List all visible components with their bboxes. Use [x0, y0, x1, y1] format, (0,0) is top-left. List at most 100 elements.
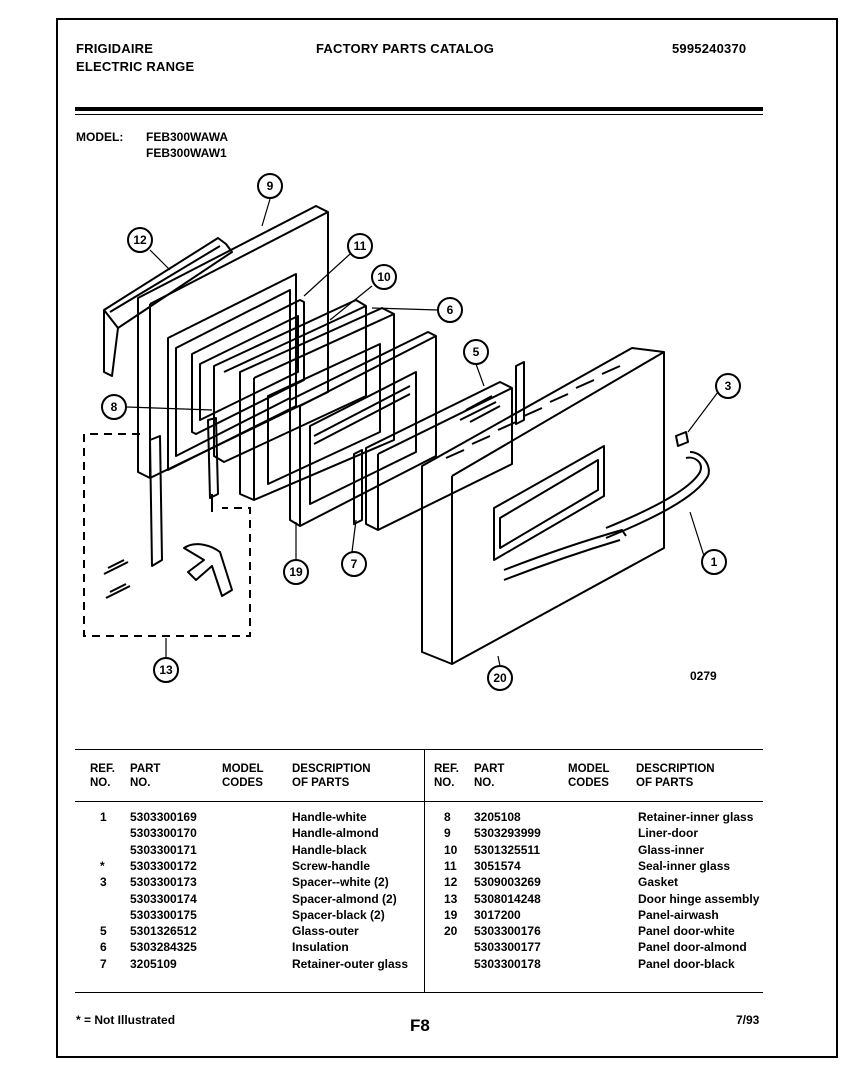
part-no: 5303300171 [130, 842, 197, 857]
column-header-description-right: DESCRIPTION OF PARTS [636, 763, 715, 789]
part-no: 5303300175 [130, 907, 197, 922]
callout-7 [341, 551, 367, 577]
revision-date: 7/93 [736, 1013, 760, 1027]
part-description: Panel door-white [638, 924, 735, 939]
callout-label-13: 13 [159, 663, 173, 677]
part-description: Screw-handle [292, 858, 371, 873]
part-door-hinge-assembly [103, 417, 233, 599]
callout-label-12: 12 [133, 233, 147, 247]
part-description: Panel door-almond [638, 940, 747, 955]
callout-label-6: 6 [447, 303, 454, 317]
part-description: Door hinge assembly [638, 891, 760, 906]
column-header-description-left: DESCRIPTION OF PARTS [292, 763, 371, 789]
part-no: 5301326512 [130, 924, 197, 939]
part-spacer [675, 431, 689, 447]
part-handle [605, 456, 702, 529]
part-no: 5309003269 [474, 875, 541, 890]
callout-6 [437, 297, 463, 323]
part-retainer-outer-glass [353, 449, 363, 525]
callout-8 [101, 394, 127, 420]
part-inner-glass [213, 299, 367, 463]
ref-no: 5 [100, 924, 107, 939]
ref-no: 9 [444, 826, 451, 841]
callout-label-11: 11 [354, 239, 367, 253]
part-description: Retainer-outer glass [292, 956, 409, 971]
part-description: Spacer-almond (2) [292, 891, 397, 906]
table-row: 5303300177 Panel door-almond [0, 939, 864, 955]
part-panel-door [421, 347, 665, 665]
part-description: Spacer--white (2) [292, 875, 389, 890]
model-label: MODEL: [76, 130, 124, 144]
callout-12 [127, 227, 153, 253]
part-no: 5303300170 [130, 826, 197, 841]
callout-label-3: 3 [725, 379, 732, 393]
exploded-door-diagram: 9 12 11 10 6 5 3 8 1 7 19 13 20 0279 [83, 173, 741, 691]
callout-label-1: 1 [711, 555, 718, 569]
column-header-part-no-left: PART NO. [130, 763, 161, 789]
part-description: Retainer-inner glass [638, 810, 754, 824]
ref-no: 19 [444, 907, 458, 922]
ref-no: 1 [100, 810, 107, 824]
ref-no: 8 [444, 810, 451, 824]
part-no: 5303293999 [474, 826, 541, 841]
callout-label-5: 5 [473, 345, 480, 359]
part-no: 5303300178 [474, 956, 541, 971]
header-rule [75, 107, 763, 111]
callout-10 [371, 264, 397, 290]
column-header-ref-no-right: REF. NO. [434, 763, 459, 789]
ref-no: * [100, 858, 105, 873]
callout-label-9: 9 [267, 179, 274, 193]
table-row: 1 5303300169 Handle-white [0, 809, 864, 825]
table-row: 13 5308014248 Door hinge assembly [0, 891, 864, 907]
part-no: 5303284325 [130, 940, 197, 955]
part-retainer-inner-glass [239, 307, 395, 501]
product-name: ELECTRIC RANGE [76, 59, 195, 74]
part-description: Handle-white [292, 810, 367, 824]
part-liner-door [137, 205, 329, 479]
part-no: 5303300177 [474, 940, 541, 955]
ref-no: 20 [444, 924, 458, 939]
part-no: 5308014248 [474, 891, 541, 906]
part-no: 3051574 [474, 858, 521, 873]
ref-no: 10 [444, 842, 458, 857]
page-border [56, 18, 838, 1058]
catalog-title: FACTORY PARTS CATALOG [316, 41, 495, 56]
part-description: Panel-airwash [638, 907, 719, 922]
column-header-part-no-right: PART NO. [474, 763, 505, 789]
part-no: 5303300174 [130, 891, 197, 906]
figure-code: 0279 [690, 669, 717, 683]
catalog-number: 5995240370 [672, 41, 747, 56]
callout-19 [283, 559, 309, 585]
column-header-model-codes-right: MODEL CODES [568, 763, 610, 789]
header-rule-thin [75, 114, 763, 115]
part-description: Panel door-black [638, 956, 735, 971]
callout-20 [487, 665, 513, 691]
ref-no: 13 [444, 891, 458, 906]
callout-label-20: 20 [493, 671, 507, 685]
ref-no: 3 [100, 875, 107, 890]
part-description: Gasket [638, 875, 679, 890]
not-illustrated-note: * = Not Illustrated [76, 1013, 176, 1027]
column-header-ref-no-left: REF. NO. [90, 763, 115, 789]
ref-no: 6 [100, 940, 107, 955]
column-header-model-codes-left: MODEL CODES [222, 763, 264, 789]
part-gasket [103, 237, 233, 377]
callout-11 [347, 233, 373, 259]
callout-1 [701, 549, 727, 575]
callout-label-10: 10 [377, 270, 391, 284]
brand-name: FRIGIDAIRE [76, 41, 154, 56]
table-top-rule [75, 749, 763, 750]
ref-no: 11 [444, 858, 457, 873]
part-glass-outer [365, 381, 513, 531]
part-no: 5303300169 [130, 810, 197, 824]
callout-9 [257, 173, 283, 199]
